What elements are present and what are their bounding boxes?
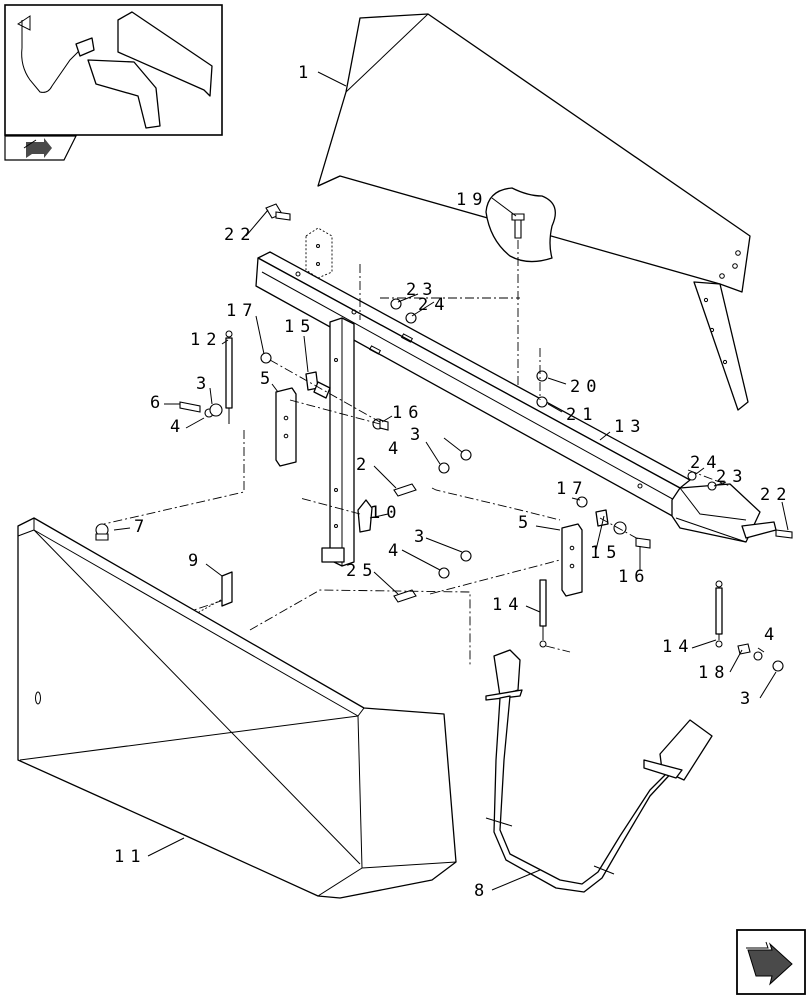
callout-17b: 17: [556, 479, 588, 499]
callout-5b: 5: [518, 513, 534, 533]
callout-16b: 16: [618, 567, 650, 587]
part-13-main-beam: [255, 251, 777, 543]
part-14-gas-spring-center: [539, 579, 547, 648]
callout-labels: 1 19 22 23 24 17 12 15 5 3 6 4 20 21 16 …: [114, 63, 792, 901]
callout-5: 5: [260, 369, 276, 389]
part-12-gas-spring-left: [225, 330, 233, 424]
part-5-right-bracket: [561, 523, 583, 597]
callout-12: 12: [190, 330, 222, 350]
callout-9: 9: [188, 551, 204, 571]
callout-25: 25: [346, 561, 378, 581]
callout-4d: 4: [764, 625, 780, 645]
leader-lines: [113, 71, 789, 891]
previous-page-arrow-icon[interactable]: [4, 135, 77, 161]
callout-22b: 22: [760, 485, 792, 505]
assembly-centerlines: [39, 264, 731, 701]
callout-1: 1: [298, 63, 314, 83]
callout-15: 15: [284, 317, 316, 337]
left-hardware: [179, 203, 793, 603]
callout-16: 16: [392, 403, 424, 423]
callout-19: 19: [456, 190, 488, 210]
callout-13: 13: [614, 417, 646, 437]
part-8-tube-support: [485, 649, 713, 893]
callout-22: 22: [224, 225, 256, 245]
callout-3b: 3: [410, 425, 426, 445]
callout-8: 8: [474, 881, 490, 901]
callout-4b: 4: [388, 439, 404, 459]
overview-thumbnail[interactable]: [4, 4, 223, 136]
callout-17: 17: [226, 301, 258, 321]
callout-20: 20: [570, 377, 602, 397]
vertical-post: [321, 317, 355, 567]
callout-23: 23: [406, 280, 438, 300]
callout-21: 21: [566, 405, 598, 425]
callout-11: 11: [114, 847, 146, 867]
part-9-plate: [221, 571, 233, 607]
callout-7: 7: [134, 517, 150, 537]
part-5-left-bracket: [275, 387, 297, 467]
part-15-left-clip: [305, 371, 331, 399]
part-1-top-hood: [317, 13, 751, 411]
callout-4c: 4: [388, 541, 404, 561]
callout-3c: 3: [414, 527, 430, 547]
callout-4: 4: [170, 417, 186, 437]
callout-3: 3: [196, 374, 212, 394]
part-14-gas-spring-right: [715, 580, 723, 648]
callout-24: 24: [418, 295, 450, 315]
callout-14b: 14: [662, 637, 694, 657]
callout-15b: 15: [590, 543, 622, 563]
callout-24b: 24: [690, 453, 722, 473]
part-11-side-guard: [17, 517, 457, 899]
callout-14: 14: [492, 595, 524, 615]
callout-10: 10: [370, 503, 402, 523]
callout-6: 6: [150, 393, 166, 413]
part-10-hook: [357, 499, 373, 533]
next-page-arrow-icon[interactable]: [736, 929, 806, 995]
callout-23b: 23: [716, 467, 748, 487]
callout-18: 18: [698, 663, 730, 683]
callout-3d: 3: [740, 689, 756, 709]
right-bottom-hardware: [737, 643, 784, 672]
right-hardware: [576, 496, 651, 549]
callout-2: 2: [356, 455, 372, 475]
hidden-top-bracket: [305, 227, 333, 279]
